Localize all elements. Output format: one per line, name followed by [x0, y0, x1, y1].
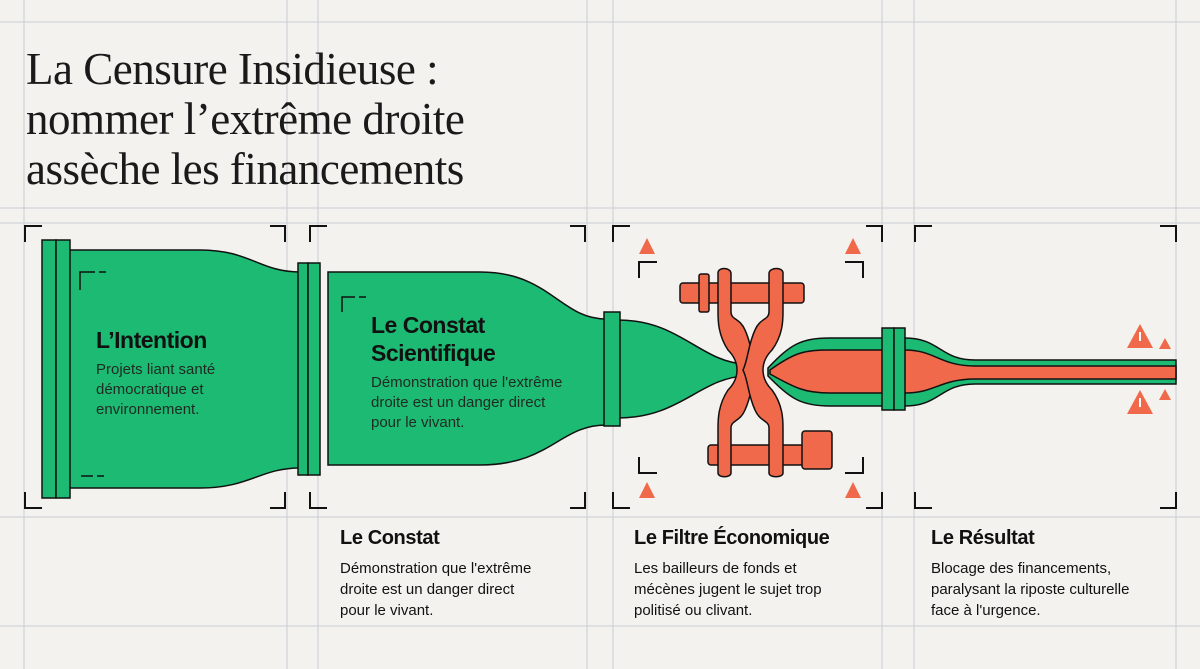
pipe: [41, 239, 1177, 499]
warning-triangle-icon: [1159, 338, 1171, 349]
pipe-outlet-inner: [769, 349, 1177, 394]
caption-heading: Le Constat: [340, 527, 440, 549]
panel-brackets: [24, 225, 1177, 509]
warning-triangle-icon: [845, 238, 861, 254]
warning-triangle-icon: [1159, 389, 1171, 400]
caption-heading: Le Résultat: [931, 527, 1035, 549]
caption-body: Blocage des financements,paralysant la r…: [931, 560, 1130, 619]
flange-3: [603, 311, 621, 427]
page-title: La Censure Insidieuse : nommer l’extrême…: [26, 44, 465, 194]
warning-triangle-icon: [845, 482, 861, 498]
clamp-valve: [679, 267, 833, 478]
flange-4: [881, 327, 895, 411]
caption-filtre-economique: Le Filtre Économique Les bailleurs de fo…: [634, 527, 894, 621]
title-line: La Censure Insidieuse :: [26, 44, 439, 94]
warning-triangle-icon: [639, 482, 655, 498]
title-line: assèche les financements: [26, 144, 464, 194]
warning-triangle-icon: [639, 238, 655, 254]
title-line: nommer l’extrême droite: [26, 94, 465, 144]
caption-heading: Le Filtre Économique: [634, 527, 830, 549]
flange-2: [297, 262, 309, 476]
flange-1: [41, 239, 57, 499]
caption-resultat: Le Résultat Blocage des financements,par…: [931, 527, 1191, 621]
panel-heading: L’Intention: [96, 327, 207, 353]
